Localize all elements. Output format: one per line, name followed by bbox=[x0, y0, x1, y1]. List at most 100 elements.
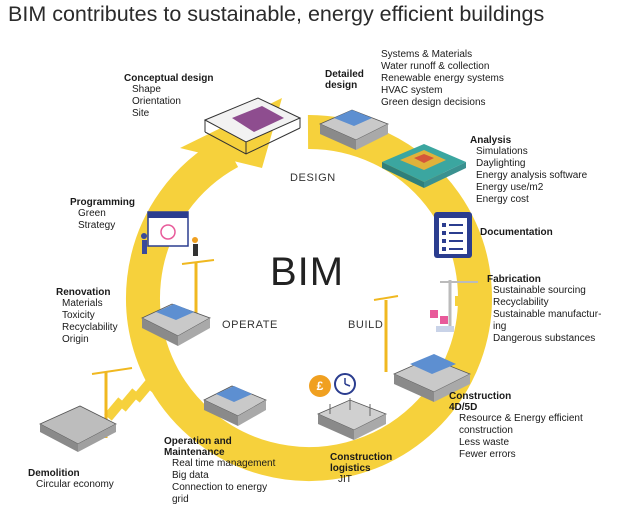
stage-title-line: 4D/5D bbox=[449, 402, 478, 413]
stage-documentation: Documentation bbox=[480, 227, 553, 238]
documentation-clipboard-icon bbox=[434, 212, 472, 258]
stage-item: Materials bbox=[62, 298, 103, 309]
currency-badge-icon bbox=[309, 375, 331, 397]
programming-whiteboard-icon bbox=[141, 211, 198, 256]
construction-building-icon bbox=[373, 295, 471, 402]
stage-item: Sustainable manufactur- bbox=[493, 309, 602, 320]
phase-build-label: BUILD bbox=[348, 319, 384, 331]
logistics-building-icon bbox=[317, 398, 387, 440]
stage-title-line: Renovation bbox=[56, 287, 111, 298]
stage-title: Documentation bbox=[480, 227, 553, 238]
detailed-design-building-icon bbox=[319, 109, 389, 150]
stage-items: Resource & Energy efficient construction… bbox=[449, 413, 583, 461]
stage-item: Orientation bbox=[132, 96, 181, 107]
stage-item: Systems & Materials bbox=[381, 49, 473, 60]
fabrication-icon bbox=[430, 280, 478, 332]
demolition-dashes bbox=[104, 370, 168, 421]
stage-title: Demolition bbox=[28, 468, 114, 479]
stage-title-line: Analysis bbox=[470, 135, 512, 146]
currency-symbol: £ bbox=[317, 379, 324, 393]
stage-title-line: design bbox=[325, 80, 358, 91]
stage-item: Connection to energy bbox=[172, 482, 268, 493]
stage-title-line: Programming bbox=[70, 197, 136, 208]
stage-item: Resource & Energy efficient bbox=[459, 413, 583, 424]
stage-item: Renewable energy systems bbox=[381, 73, 504, 84]
stage-title-line: Maintenance bbox=[164, 447, 225, 458]
stage-title-line: logistics bbox=[330, 463, 371, 474]
stage-item: JIT bbox=[338, 474, 352, 485]
stage-item: Green design decisions bbox=[381, 97, 486, 108]
stage-item: HVAC system bbox=[381, 85, 443, 96]
stage-item: Fewer errors bbox=[459, 449, 516, 460]
conceptual-model-icon bbox=[203, 97, 302, 155]
stage-item: Shape bbox=[132, 84, 161, 95]
stage-item: ing bbox=[493, 321, 507, 332]
stage-item: Green bbox=[78, 208, 106, 219]
stage-item: Less waste bbox=[459, 437, 510, 448]
stage-title-line: Construction bbox=[449, 391, 512, 402]
phase-design-label: DESIGN bbox=[290, 172, 336, 184]
stage-title-line: Conceptual design bbox=[124, 73, 214, 84]
center-bim-label: BIM bbox=[270, 250, 345, 294]
stage-item: Dangerous substances bbox=[493, 333, 596, 344]
stage-item: Daylighting bbox=[476, 158, 526, 169]
stage-item: Water runoff & collection bbox=[381, 61, 490, 72]
stage-title-line: Documentation bbox=[480, 227, 553, 238]
stage-item: Recyclability bbox=[493, 297, 549, 308]
renovation-building-icon bbox=[141, 259, 215, 346]
stage-item: Energy cost bbox=[476, 194, 529, 205]
stage-title-line: Construction bbox=[330, 452, 393, 463]
stage-item: Site bbox=[132, 108, 150, 119]
stage-items: Circular economy bbox=[28, 479, 114, 491]
stage-title-line: Detailed bbox=[325, 69, 364, 80]
stage-item: Real time management bbox=[172, 458, 276, 469]
stage-title: Fabrication bbox=[487, 274, 601, 285]
phase-operate-label: OPERATE bbox=[222, 319, 278, 331]
stage-title-line: Demolition bbox=[28, 468, 80, 479]
stage-title-line: Operation and bbox=[164, 436, 232, 447]
stage-item: Recyclability bbox=[62, 322, 118, 333]
operation-building-icon bbox=[203, 385, 267, 426]
stage-title: Renovation bbox=[56, 287, 118, 298]
stage-title: Analysis bbox=[470, 135, 587, 146]
stage-item: grid bbox=[172, 494, 189, 505]
stage-item: Strategy bbox=[78, 220, 116, 231]
stage-title: Conceptual design bbox=[124, 73, 213, 84]
stage-title: Programming bbox=[70, 197, 135, 208]
stage-item: Energy analysis software bbox=[476, 170, 588, 181]
stage-title-line: Fabrication bbox=[487, 274, 541, 285]
stage-item: Energy use/m2 bbox=[476, 182, 544, 193]
demolition-icon bbox=[39, 367, 133, 452]
page-title: BIM contributes to sustainable, energy e… bbox=[8, 2, 545, 26]
stage-item: Simulations bbox=[476, 146, 528, 157]
lifecycle-ring bbox=[126, 114, 492, 481]
stage-item: Sustainable sourcing bbox=[493, 285, 586, 296]
stage-item: Origin bbox=[62, 334, 89, 345]
clock-icon bbox=[334, 373, 356, 395]
analysis-heatmap-icon bbox=[382, 144, 466, 188]
stage-item: construction bbox=[459, 425, 513, 436]
stage-item: Toxicity bbox=[62, 310, 95, 321]
stage-item: Big data bbox=[172, 470, 209, 481]
